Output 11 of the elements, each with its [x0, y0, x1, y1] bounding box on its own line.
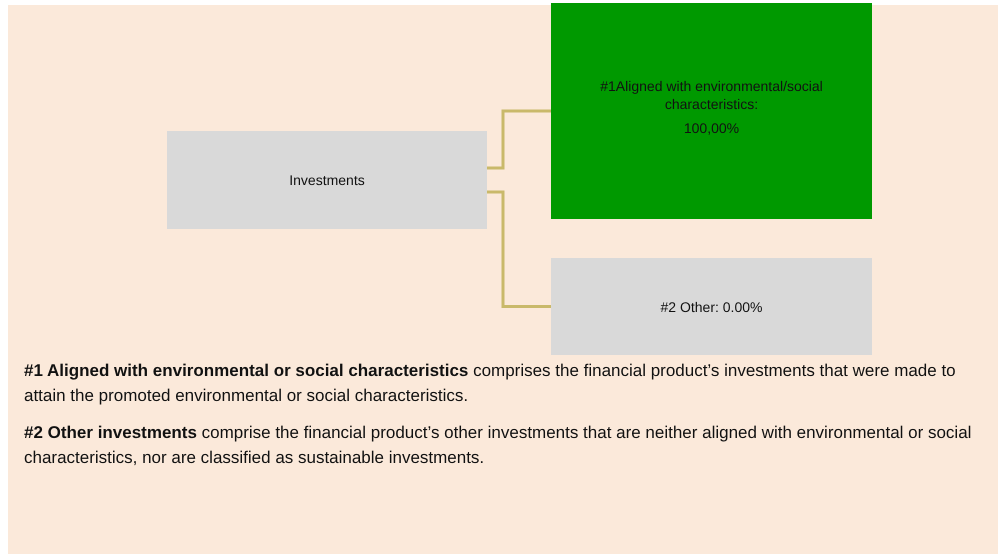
- box-label: #1Aligned with environmental/social characteristics:: [599, 77, 824, 113]
- definition-text: #2 Other investments comprise the financial product’s other investments that are neither aligned with environmental or social characteristics, nor are classified as sustainable investments.: [24, 422, 972, 469]
- connector-line: [487, 190, 551, 308]
- box-label: Investments: [289, 171, 365, 189]
- definition-text: #1 Aligned with environmental or social characteristics comprises the financial product’s investments that were made to attain the promoted environmental or social characteristics.: [24, 360, 957, 407]
- box-label: 100,00%: [684, 119, 740, 137]
- aligned-box: [551, 3, 872, 219]
- box-label: #2 Other: 0.00%: [660, 298, 762, 316]
- other-box: [551, 258, 872, 355]
- connector-line: [487, 110, 551, 170]
- investments-box: [167, 131, 487, 229]
